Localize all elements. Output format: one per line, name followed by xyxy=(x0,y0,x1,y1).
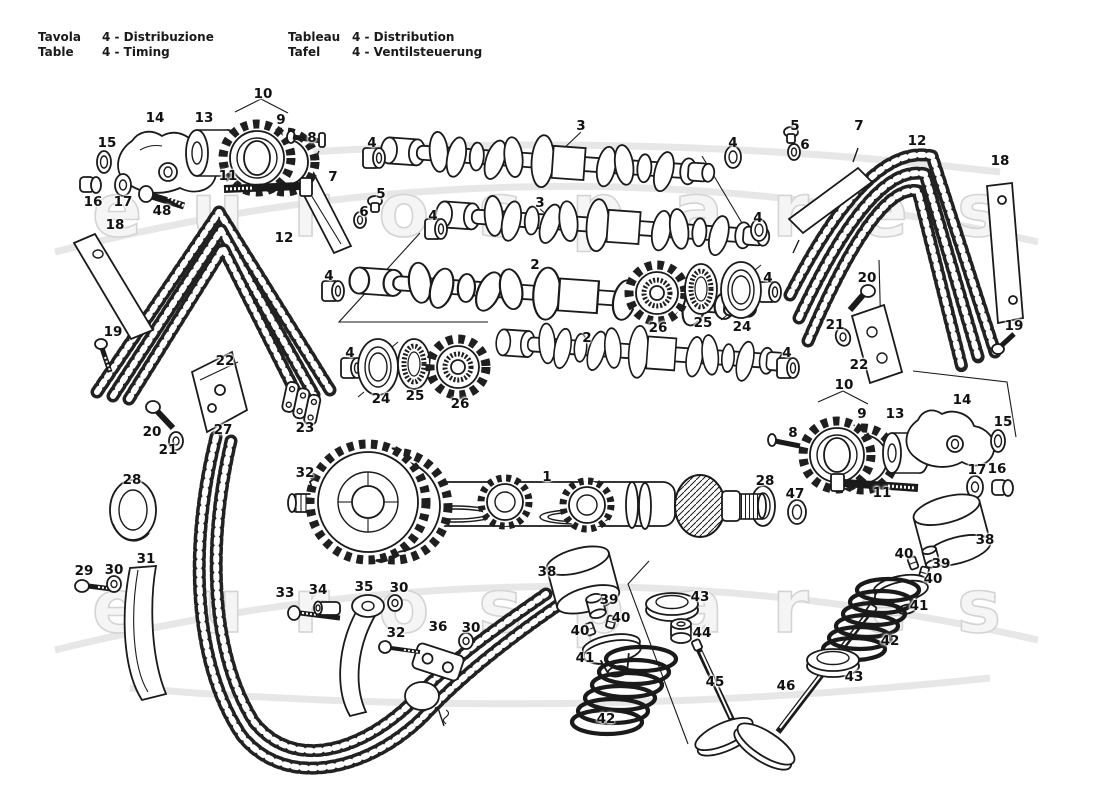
washer-30-b xyxy=(387,594,403,612)
cam-end-caps xyxy=(321,145,800,379)
bolt-19-left xyxy=(94,338,113,373)
tensioner-blade-31 xyxy=(123,565,168,702)
tensioner-blade-left-22 xyxy=(190,350,249,434)
washer-30-a xyxy=(106,575,122,593)
cam-ringnut-24-left xyxy=(357,338,399,398)
bolt-8-left xyxy=(286,130,326,148)
cam-sprocket-9-right xyxy=(798,390,899,495)
seal-28-left xyxy=(109,479,157,542)
spring-seat-43-right xyxy=(806,648,860,678)
bracket-10-left xyxy=(234,98,289,114)
cap-nut-16-left xyxy=(79,176,102,194)
valve-spring-42-left xyxy=(569,644,679,737)
washer-6-right xyxy=(787,143,801,161)
helical-gear xyxy=(674,474,767,538)
washer-17-right xyxy=(966,475,984,499)
bolt-32-screw xyxy=(378,640,421,654)
chain-links-23 xyxy=(281,381,322,426)
tensioner-pad-right-22 xyxy=(850,303,904,385)
cam-lockring-25-left xyxy=(397,338,431,390)
timing-chain-bottom xyxy=(192,430,564,775)
cam-sprocket-26-left xyxy=(425,334,491,400)
bolt-20-right xyxy=(847,284,876,312)
spring-seat-43-left xyxy=(645,592,699,622)
chain-guide-35 xyxy=(339,594,385,718)
ring-47 xyxy=(787,499,807,525)
shim-39-right xyxy=(921,545,941,569)
cam-lockring-25-right xyxy=(684,263,718,315)
bolt-8-right xyxy=(767,433,801,449)
chain-guide-left-18 xyxy=(72,232,155,341)
valve-seal-44 xyxy=(670,618,692,644)
tensioner-assembly-36 xyxy=(404,642,465,727)
washer-17-left xyxy=(114,173,132,197)
bolt-20-left xyxy=(145,400,176,431)
tappet-38-right xyxy=(912,493,992,567)
aux-shaft-assembly xyxy=(287,439,767,565)
ring-15-right xyxy=(990,429,1006,453)
tensioner-arm-14-right xyxy=(905,409,996,468)
camshaft-1 xyxy=(380,131,716,193)
screw-5-right xyxy=(783,126,799,144)
washer-6-left xyxy=(353,211,367,229)
crank-sprocket-big xyxy=(305,439,453,565)
cotters-40-right xyxy=(906,555,930,581)
shaft-sprocket-a xyxy=(477,474,533,530)
chain-pad-right-7 xyxy=(787,147,874,254)
bolt-11-right xyxy=(830,473,919,492)
bracket-10-right xyxy=(817,390,869,405)
spacer-34 xyxy=(313,600,341,616)
cap-nut-16-right xyxy=(991,479,1014,497)
bolt-48 xyxy=(138,185,186,210)
bolt-19-right xyxy=(991,332,1016,355)
washer-21-left xyxy=(168,431,184,451)
shaft-sprocket-b xyxy=(559,477,615,533)
chain-guide-right-18 xyxy=(986,181,1024,325)
cam-ringnut-24-right xyxy=(720,261,762,321)
cam-sprocket-9-left xyxy=(218,98,320,197)
camshaft-4 xyxy=(495,322,791,382)
bolt-11-left xyxy=(223,177,313,197)
cam-sprocket-26-right xyxy=(624,260,690,326)
bolt-33 xyxy=(287,605,341,621)
screw-5-left xyxy=(367,195,383,213)
shim-39-left xyxy=(585,592,607,620)
washer-21-right xyxy=(834,327,852,347)
washer-30-c xyxy=(458,632,474,650)
ring-15-left xyxy=(96,150,112,174)
cotters-40-left xyxy=(583,614,617,637)
